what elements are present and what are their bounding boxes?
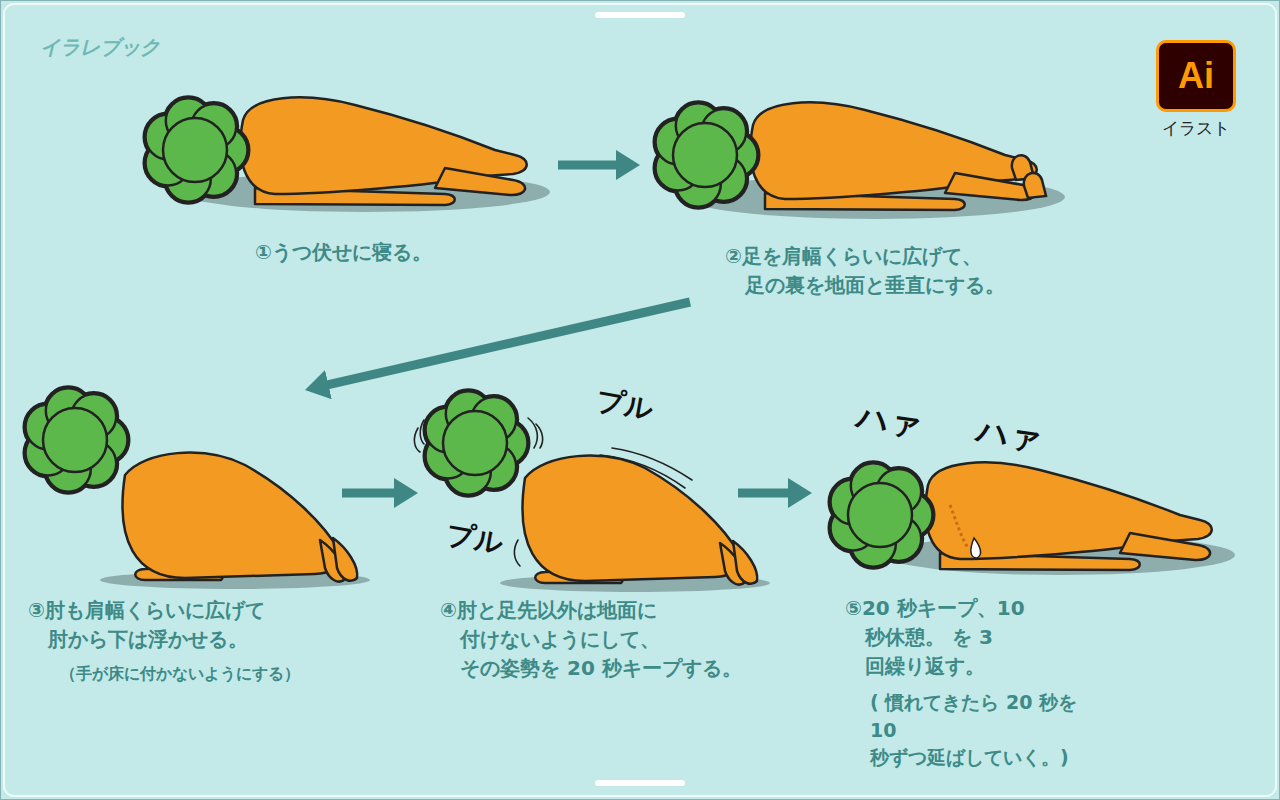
step-note: （手が床に付かないようにする） bbox=[60, 662, 342, 685]
frame-tab bbox=[595, 780, 685, 786]
carrot-step5 bbox=[829, 462, 1212, 570]
sound-effect: プル bbox=[443, 515, 507, 562]
sound-effect: ハァ bbox=[973, 410, 1044, 463]
step-caption: ③肘も肩幅くらいに広げて 肘から下は浮かせる。 bbox=[28, 596, 308, 654]
step-panel: ③肘も肩幅くらいに広げて 肘から下は浮かせる。 （手が床に付かないようにする） bbox=[22, 390, 342, 685]
shake-lines bbox=[414, 418, 692, 566]
flow-arrow bbox=[327, 302, 690, 385]
icon-letters: Ai bbox=[1178, 58, 1214, 94]
step-caption: ①うつ伏せに寝る。 bbox=[255, 238, 558, 267]
app-icon: Ai イラスト bbox=[1150, 40, 1242, 141]
sweat-drop bbox=[971, 538, 981, 558]
icon-box: Ai bbox=[1156, 40, 1236, 112]
step-caption: ④肘と足先以外は地面に 付けないようにして、 その姿勢を 20 秒キープする。 bbox=[440, 596, 756, 683]
step-panel: ②足を肩幅くらいに広げて、 足の裏を地面と垂直にする。 bbox=[640, 90, 1060, 300]
step-caption: ②足を肩幅くらいに広げて、 足の裏を地面と垂直にする。 bbox=[725, 242, 1025, 300]
flow-arrow bbox=[342, 489, 395, 498]
watermark: イラレブック bbox=[40, 34, 160, 61]
carrot-step1 bbox=[144, 97, 527, 205]
frame-tab bbox=[595, 12, 685, 18]
frame bbox=[4, 4, 1276, 796]
carrot-step3 bbox=[24, 387, 357, 582]
sound-effect: プル bbox=[593, 381, 657, 428]
step-note: ( 慣れてきたら 20 秒を 10 秒ずつ延ばしていく。) bbox=[870, 689, 1090, 772]
step-note: イラスト bbox=[1150, 116, 1242, 141]
upright-feet bbox=[1012, 155, 1046, 198]
step-caption: ⑤20 秒キープ、10 秒休憩。 を 3 回繰り返す。 bbox=[845, 594, 1109, 681]
carrot-step4 bbox=[424, 390, 757, 585]
sound-effect: ハァ bbox=[853, 396, 924, 449]
flow-arrow bbox=[558, 161, 617, 170]
flow-arrow bbox=[738, 489, 789, 498]
arm-crease bbox=[950, 505, 968, 548]
carrot-step2 bbox=[654, 102, 1037, 210]
step-panel: ①うつ伏せに寝る。 bbox=[140, 90, 558, 267]
